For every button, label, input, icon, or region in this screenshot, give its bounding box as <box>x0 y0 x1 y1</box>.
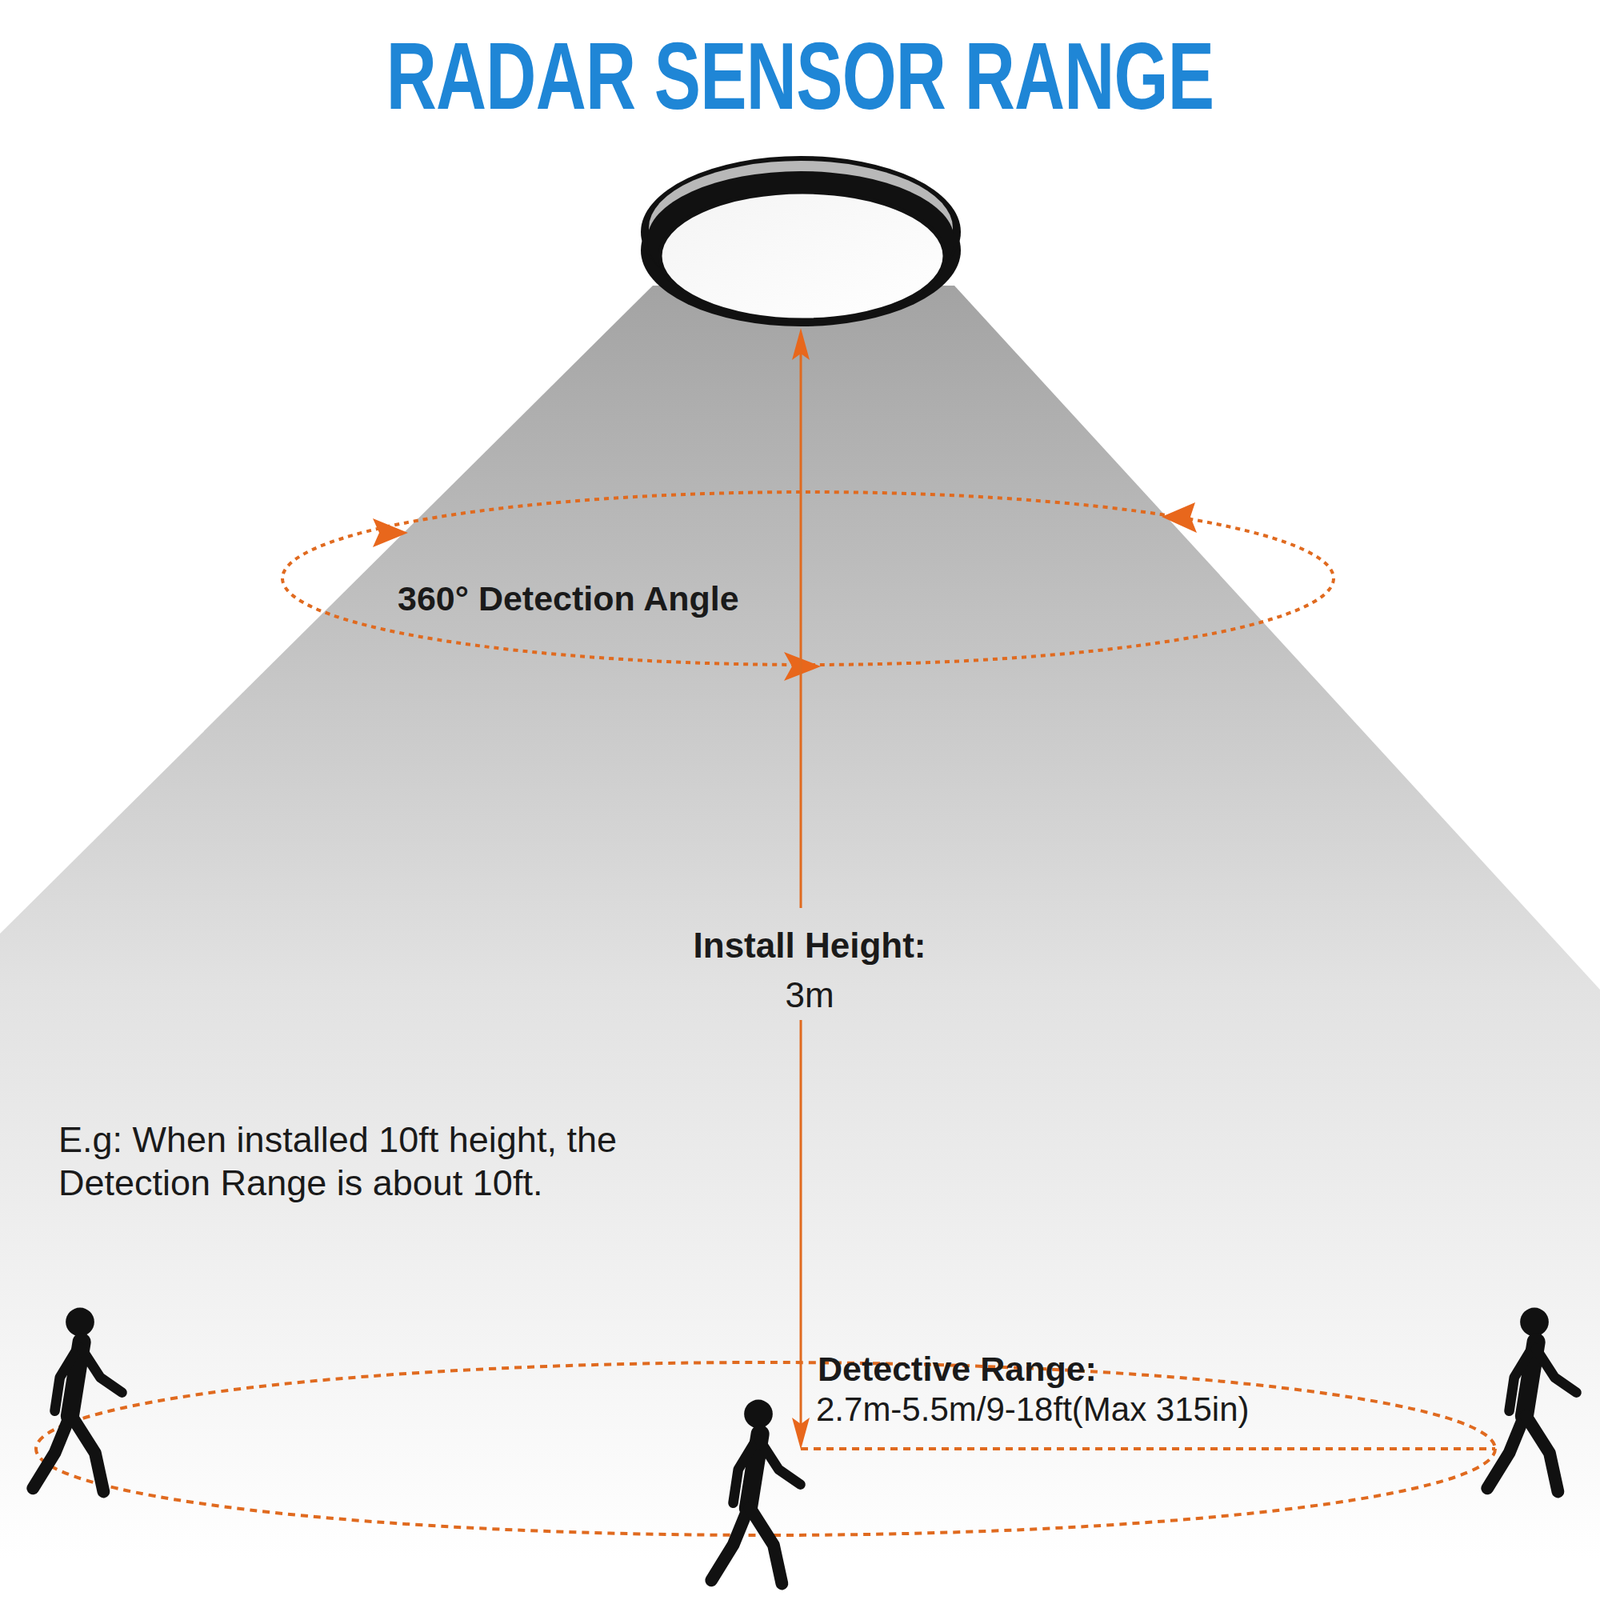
arrowhead <box>372 518 408 548</box>
detection-angle-ring <box>282 492 1334 665</box>
range-label: Detective Range: <box>817 1348 1097 1391</box>
title: RADAR SENSOR RANGE <box>386 20 1215 134</box>
angle-label: 360° Detection Angle <box>397 578 740 620</box>
example-note: E.g: When installed 10ft height, the Det… <box>58 1118 683 1205</box>
walking-person <box>32 1308 122 1492</box>
arrowhead <box>792 328 810 360</box>
arrowhead <box>784 652 821 681</box>
ceiling-lamp <box>640 156 961 327</box>
walking-person <box>711 1400 800 1584</box>
height-value: 3m <box>784 974 834 1017</box>
detection-cone <box>0 285 1600 1600</box>
walking-person <box>1487 1308 1576 1492</box>
height-line <box>800 340 803 1440</box>
arrowhead <box>1161 502 1197 533</box>
range-value: 2.7m-5.5m/9-18ft(Max 315in) <box>816 1389 1250 1430</box>
arrowhead <box>792 1417 810 1450</box>
range-radius-line <box>800 1447 1496 1451</box>
height-label: Install Height: <box>693 924 927 968</box>
